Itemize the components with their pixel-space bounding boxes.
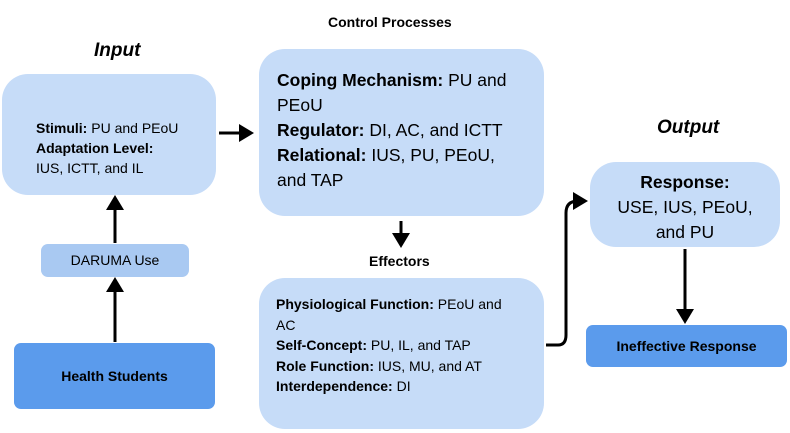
output-heading: Output <box>657 117 720 138</box>
regulator-label: Regulator: <box>277 120 365 140</box>
interdependence-label: Interdependence: <box>276 378 393 394</box>
stimuli-line: Stimuli: PU and PEoU <box>36 118 216 138</box>
control-processes-heading: Control Processes <box>328 14 452 30</box>
input-box: Stimuli: PU and PEoU Adaptation Level: I… <box>2 74 216 195</box>
adaptation-level-value: IUS, ICTT, and IL <box>36 160 144 176</box>
input-heading: Input <box>94 40 141 61</box>
role-function-line: Role Function: IUS, MU, and AT <box>276 357 482 374</box>
self-concept-line: Self-Concept: PU, IL, and TAP <box>276 337 471 353</box>
ineffective-response-box: Ineffective Response <box>586 325 787 367</box>
control-processes-box: Coping Mechanism: PU and PEoU Regulator:… <box>259 49 544 216</box>
interdependence-line: Interdependence: DI <box>276 378 411 394</box>
response-box: Response: USE, IUS, PEoU, and PU <box>590 162 780 247</box>
stimuli-label: Stimuli: <box>36 120 88 136</box>
response-line-2: and PU <box>655 222 715 242</box>
physiological-function-line: Physiological Function: PEoU and <box>276 296 502 312</box>
ineffective-response-label: Ineffective Response <box>616 338 757 354</box>
effectors-heading: Effectors <box>369 253 430 269</box>
daruma-use-box: DARUMA Use <box>41 244 189 277</box>
relational-line-2: and TAP <box>277 170 344 190</box>
coping-mechanism-label: Coping Mechanism: <box>277 70 444 90</box>
relational-label: Relational: <box>277 145 367 165</box>
effectors-box: Physiological Function: PEoU and AC Self… <box>259 278 544 429</box>
response-line-1: USE, IUS, PEoU, <box>617 197 753 217</box>
stimuli-value: PU and PEoU <box>87 120 179 136</box>
coping-mechanism-line: Coping Mechanism: PU and <box>277 70 507 90</box>
health-students-box: Health Students <box>14 343 215 409</box>
regulator-line: Regulator: DI, AC, and ICTT <box>277 120 503 140</box>
daruma-use-label: DARUMA Use <box>70 252 160 268</box>
coping-mechanism-line-2: PEoU <box>277 95 323 115</box>
physiological-function-label: Physiological Function: <box>276 296 434 312</box>
health-students-label: Health Students <box>61 368 168 384</box>
arrow-effectors-to-response <box>546 192 588 347</box>
role-function-label: Role Function: <box>276 357 374 374</box>
physiological-function-line-2: AC <box>276 316 296 333</box>
relational-line: Relational: IUS, PU, PEoU, <box>277 145 495 165</box>
adaptation-level-label: Adaptation Level: <box>36 140 154 156</box>
response-label: Response: <box>640 172 730 192</box>
self-concept-label: Self-Concept: <box>276 337 367 353</box>
